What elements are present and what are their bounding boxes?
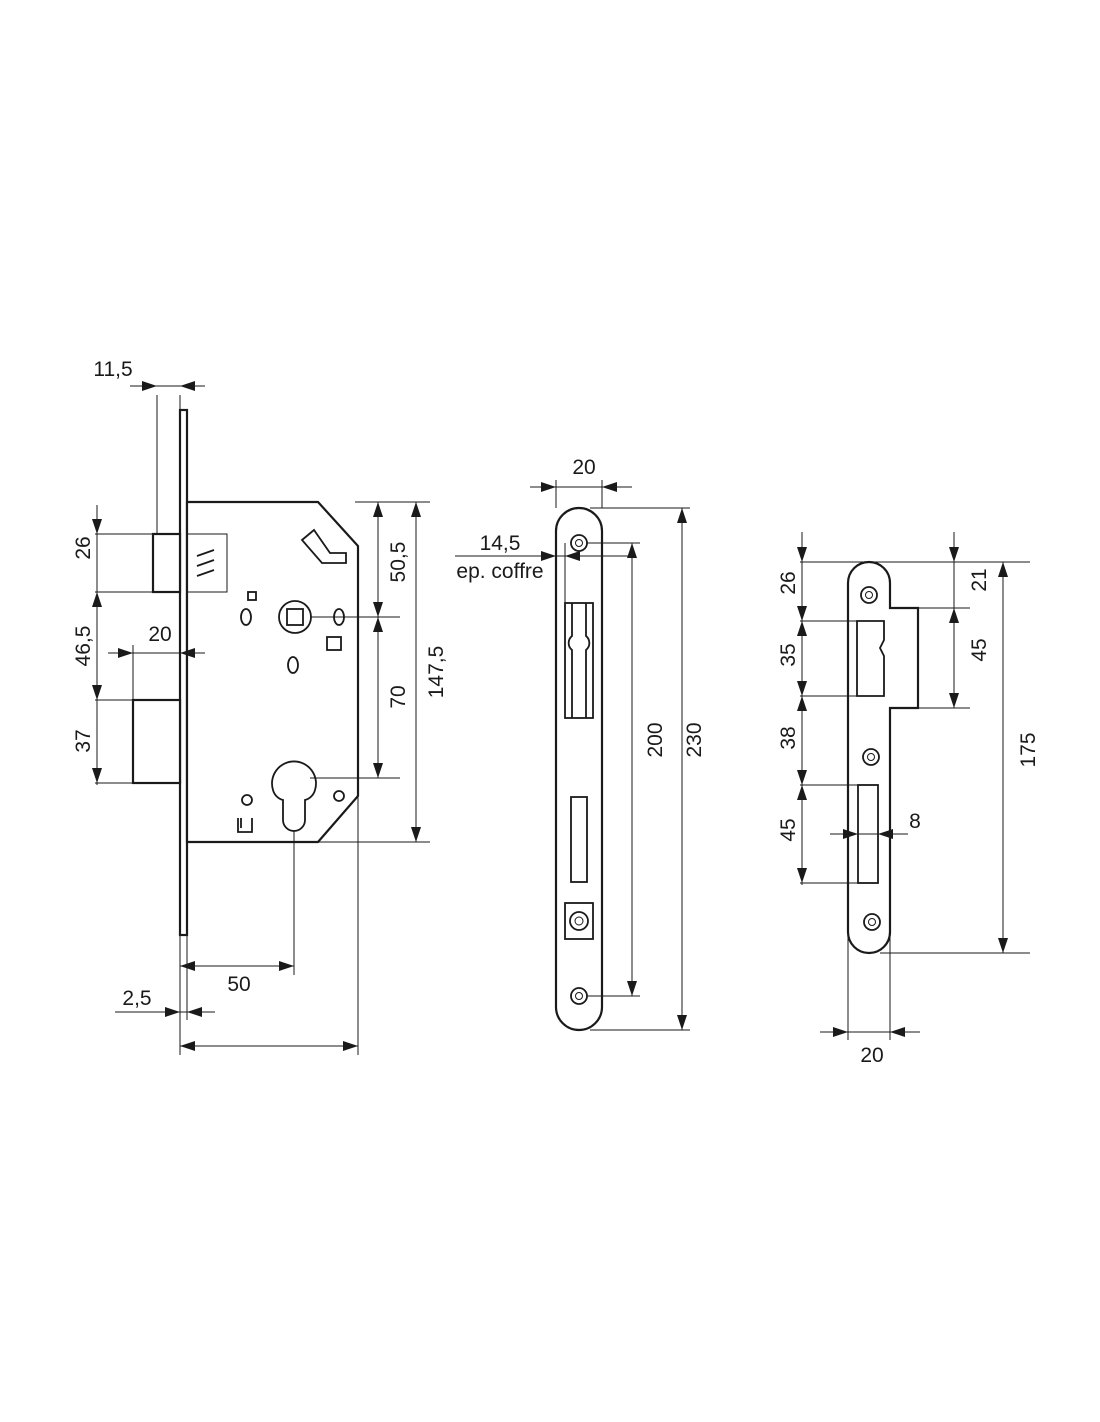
rivet <box>326 636 342 651</box>
forend-view: 20 14,5 ep. coffre 200 230 <box>455 456 706 1032</box>
rivet <box>241 794 253 806</box>
euro-cylinder-hole <box>271 760 317 832</box>
lock-body-view: 11,5 26 46,5 20 37 50,5 70 147,5 50 2,5 <box>72 358 448 1055</box>
rivet <box>247 591 257 601</box>
screw-hole <box>287 656 299 674</box>
dim-case-thickness-note: ep. coffre <box>456 560 543 583</box>
dim-lip-offset: 21 <box>968 568 991 591</box>
dim-body-height: 147,5 <box>425 646 448 699</box>
dim-latch-to-bolt: 38 <box>777 726 800 749</box>
dim-bolt-opening: 45 <box>777 818 800 841</box>
strike-plate <box>846 560 920 955</box>
dim-handle-to-cylinder: 70 <box>387 685 410 708</box>
latch-opening <box>564 602 594 719</box>
dim-bolt-projection: 20 <box>148 623 171 646</box>
dim-strike-width: 20 <box>860 1044 883 1067</box>
cylinder-opening <box>564 902 594 940</box>
latch-opening <box>856 620 885 697</box>
bolt-opening <box>570 796 588 883</box>
dim-forend-screw-spacing: 200 <box>644 722 667 757</box>
dim-latch-height: 26 <box>72 536 95 559</box>
dim-forend-width: 20 <box>572 456 595 479</box>
clip <box>237 818 253 833</box>
dim-case-thickness: 14,5 <box>480 532 521 555</box>
dim-bolt-width: 8 <box>909 810 921 833</box>
dim-screw-spacing: 175 <box>1017 732 1040 767</box>
screw-hole <box>240 608 252 626</box>
latch-tail <box>186 533 228 593</box>
dim-top-to-latch: 26 <box>777 571 800 594</box>
dim-latch-opening: 35 <box>777 643 800 666</box>
handle-square-hole <box>286 608 304 626</box>
strike-plate-view: 26 35 38 45 21 45 8 175 20 <box>777 532 1040 1067</box>
rivet <box>333 790 345 802</box>
screw-hole-top <box>860 586 878 604</box>
latch-bolt <box>151 532 182 594</box>
dim-top-to-handle: 50,5 <box>387 542 410 583</box>
dead-bolt <box>131 698 182 785</box>
forend-plate <box>554 506 604 1032</box>
latch-profile <box>567 603 591 718</box>
latch-spring <box>196 549 215 577</box>
dim-latch-to-bolt: 46,5 <box>72 626 95 667</box>
screw-hole-bottom <box>863 913 881 931</box>
dim-backset: 50 <box>227 973 250 996</box>
dim-lip-height: 45 <box>968 638 991 661</box>
dim-faceplate-offset: 11,5 <box>93 358 132 381</box>
lever-slot <box>300 528 347 564</box>
dim-faceplate-thickness: 2,5 <box>122 987 151 1010</box>
dim-bolt-height: 37 <box>72 729 95 752</box>
screw-hole-middle <box>862 748 880 766</box>
dim-forend-length: 230 <box>683 722 706 757</box>
